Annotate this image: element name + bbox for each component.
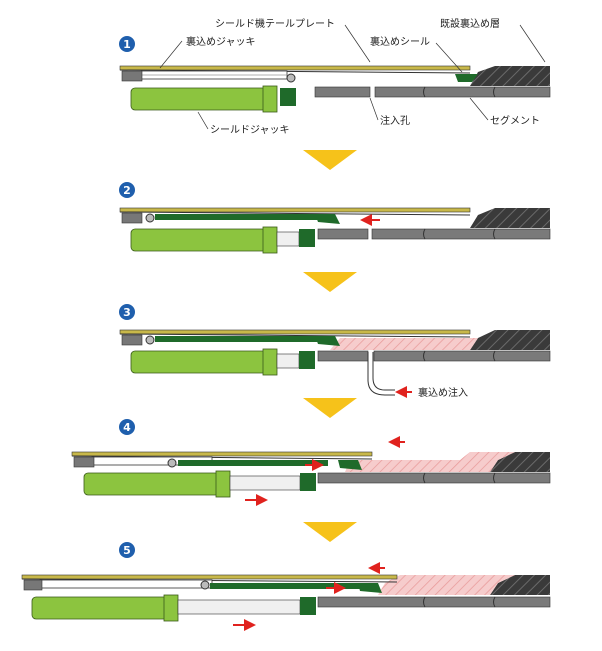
existing-backfill-layer [470, 208, 550, 228]
step-number-badge [119, 182, 135, 198]
existing-backfill-layer [470, 330, 550, 350]
step-5: 5 [21, 542, 551, 631]
label-segment: セグメント [490, 114, 540, 127]
shield-jack [31, 596, 169, 620]
jack-pin [286, 73, 296, 83]
segment [317, 350, 369, 362]
label-tail-plate: シールド機テールプレート [215, 17, 335, 30]
step-number-badge [119, 419, 135, 435]
segment [317, 472, 551, 484]
backfill-grout [330, 338, 478, 350]
backfill-seal [455, 74, 478, 82]
step-3: 3 裏込め注入 [119, 304, 551, 418]
backfill-grout [345, 452, 515, 472]
injection-pipe [367, 352, 395, 396]
label-shield-jack: シールドジャッキ [210, 125, 290, 136]
backfill-jack [39, 579, 213, 589]
tail-plate [21, 574, 398, 580]
jack-pin [145, 213, 155, 223]
next-step-triangle [303, 398, 357, 418]
step-2: 2 [119, 182, 551, 292]
tail-plate [119, 207, 471, 213]
step-number: 4 [123, 421, 131, 434]
tail-plate [119, 65, 471, 71]
jack-pin [200, 580, 210, 590]
step-number: 1 [123, 38, 131, 51]
backfill-seal [315, 214, 340, 224]
next-step-triangle [303, 522, 357, 542]
segment [317, 228, 369, 240]
label-existing-layer: 既設裏込め層 [440, 17, 500, 30]
jack-pin [145, 335, 155, 345]
jack-pin [167, 458, 177, 468]
label-injection-hole: 注入孔 [380, 114, 410, 127]
next-step-triangle [303, 272, 357, 292]
backfill-jack [155, 336, 320, 342]
shield-jack [130, 228, 268, 252]
shield-jack [130, 87, 268, 111]
tail-plate [119, 329, 471, 335]
step-number: 3 [123, 306, 131, 319]
backfill-grout [378, 575, 515, 595]
backfill-seal [315, 336, 340, 346]
segment [314, 86, 371, 98]
step-number: 5 [123, 544, 131, 557]
backfill-jack [155, 214, 320, 220]
backfill-seal [338, 460, 362, 470]
label-backfill-jack: 裏込めジャッキ [186, 35, 256, 48]
existing-backfill-layer [470, 66, 550, 86]
tail-plate [71, 451, 373, 457]
existing-backfill-layer [490, 575, 550, 595]
step-4: 4 [71, 419, 551, 542]
label-backfill-seal: 裏込めシール [370, 35, 430, 48]
shield-jack [130, 350, 268, 374]
backfill-seal [358, 583, 382, 593]
step-number: 2 [123, 184, 131, 197]
step-number-badge [119, 304, 135, 320]
step-number-badge [119, 36, 135, 52]
next-step-triangle [303, 150, 357, 170]
label-backfill-injection: 裏込め注入 [418, 386, 468, 399]
step-1: 1 裏込めジャッキ シールド機テールプレート 既設裏込め層 裏込めシール シール… [119, 17, 551, 170]
segment [317, 596, 551, 608]
shield-jack [83, 472, 221, 496]
existing-backfill-layer [490, 452, 550, 472]
step-number-badge [119, 542, 135, 558]
